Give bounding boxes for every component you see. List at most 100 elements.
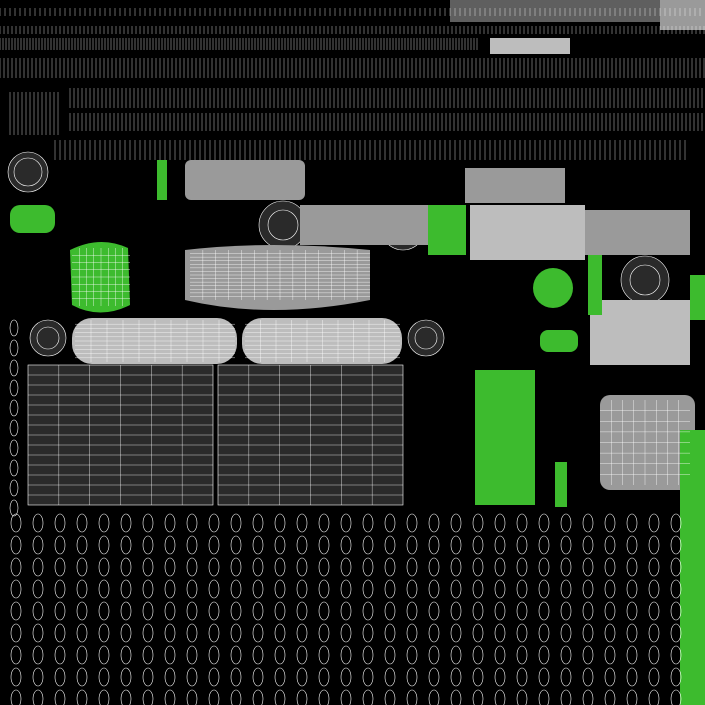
chain-link bbox=[252, 667, 264, 687]
chain-link bbox=[32, 535, 44, 555]
chain-link bbox=[538, 667, 550, 687]
chain-link bbox=[516, 579, 528, 599]
chain-link bbox=[670, 535, 682, 555]
chain-link bbox=[648, 667, 660, 687]
chain-link bbox=[450, 579, 462, 599]
chain-link bbox=[142, 513, 154, 533]
chain-link bbox=[494, 645, 506, 665]
chain-link bbox=[318, 535, 330, 555]
chain-link bbox=[670, 689, 682, 705]
chain-link bbox=[76, 557, 88, 577]
chain-link bbox=[318, 623, 330, 643]
chain-link bbox=[10, 645, 22, 665]
chain-link bbox=[670, 667, 682, 687]
chain-link bbox=[164, 579, 176, 599]
chain-link bbox=[164, 623, 176, 643]
chain-link bbox=[648, 601, 660, 621]
chain-link bbox=[76, 535, 88, 555]
chain-link bbox=[252, 535, 264, 555]
chain-link bbox=[582, 667, 594, 687]
chain-link bbox=[362, 535, 374, 555]
ring-part-1 bbox=[7, 151, 49, 193]
chain-link bbox=[164, 535, 176, 555]
chain-link bbox=[560, 513, 572, 533]
chain-link bbox=[450, 645, 462, 665]
chain-link bbox=[274, 513, 286, 533]
chain-link bbox=[472, 645, 484, 665]
chain-link bbox=[582, 579, 594, 599]
chain-link bbox=[9, 319, 19, 337]
chain-link bbox=[10, 579, 22, 599]
chain-link bbox=[54, 579, 66, 599]
chain-link bbox=[76, 689, 88, 705]
chain-link bbox=[560, 623, 572, 643]
chain-link bbox=[208, 557, 220, 577]
chain-link bbox=[164, 689, 176, 705]
chain-link bbox=[32, 645, 44, 665]
ring-part-5 bbox=[407, 319, 445, 357]
chain-link bbox=[120, 513, 132, 533]
chain-link bbox=[274, 557, 286, 577]
chain-link bbox=[32, 623, 44, 643]
chain-link bbox=[670, 645, 682, 665]
chain-link bbox=[538, 557, 550, 577]
chain-link bbox=[120, 623, 132, 643]
chain-link bbox=[406, 601, 418, 621]
chain-link bbox=[230, 535, 242, 555]
chain-link bbox=[472, 689, 484, 705]
chain-link bbox=[10, 601, 22, 621]
chain-link bbox=[604, 513, 616, 533]
chain-link bbox=[318, 689, 330, 705]
chain-link bbox=[296, 667, 308, 687]
chain-link bbox=[186, 535, 198, 555]
chain-link bbox=[516, 513, 528, 533]
chain-link bbox=[362, 579, 374, 599]
chain-link bbox=[186, 579, 198, 599]
chain-link bbox=[230, 557, 242, 577]
chain-link bbox=[208, 623, 220, 643]
chain-link bbox=[472, 579, 484, 599]
chain-link bbox=[10, 557, 22, 577]
chain-links bbox=[9, 319, 682, 705]
chain-link bbox=[296, 601, 308, 621]
chain-link bbox=[450, 623, 462, 643]
chain-link bbox=[76, 601, 88, 621]
chain-link bbox=[296, 557, 308, 577]
chain-link bbox=[384, 623, 396, 643]
ring-part-6 bbox=[620, 255, 670, 305]
chain-link bbox=[186, 667, 198, 687]
chain-link bbox=[186, 513, 198, 533]
chain-link bbox=[296, 513, 308, 533]
chain-link bbox=[560, 689, 572, 705]
chain-link bbox=[340, 623, 352, 643]
chain-link bbox=[450, 557, 462, 577]
chain-link bbox=[208, 535, 220, 555]
chain-link bbox=[98, 667, 110, 687]
chain-link bbox=[538, 579, 550, 599]
chain-link bbox=[384, 645, 396, 665]
chain-link bbox=[120, 667, 132, 687]
chain-link bbox=[54, 623, 66, 643]
chain-link bbox=[296, 645, 308, 665]
chain-link bbox=[274, 601, 286, 621]
chain-link bbox=[648, 689, 660, 705]
chain-link bbox=[186, 623, 198, 643]
chain-link bbox=[560, 667, 572, 687]
chain-link bbox=[362, 557, 374, 577]
chain-link bbox=[582, 513, 594, 533]
chain-link bbox=[76, 645, 88, 665]
chain-link bbox=[648, 513, 660, 533]
chain-link bbox=[384, 689, 396, 705]
chain-link bbox=[230, 579, 242, 599]
chain-link bbox=[340, 557, 352, 577]
chain-link bbox=[626, 579, 638, 599]
chain-link bbox=[604, 623, 616, 643]
chain-link bbox=[230, 645, 242, 665]
chain-link bbox=[670, 579, 682, 599]
chain-link bbox=[428, 645, 440, 665]
chain-link bbox=[626, 513, 638, 533]
chain-link bbox=[582, 601, 594, 621]
chain-link bbox=[604, 601, 616, 621]
chain-link bbox=[164, 667, 176, 687]
chain-link bbox=[10, 513, 22, 533]
